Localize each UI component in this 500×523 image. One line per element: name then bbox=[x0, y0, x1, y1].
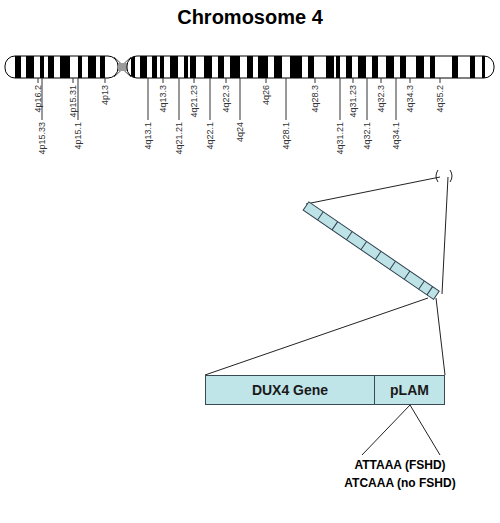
band-label: 4q35.2 bbox=[436, 85, 445, 113]
band-label: 4q31.23 bbox=[349, 85, 358, 118]
band-label: 4q31.21 bbox=[336, 122, 345, 155]
region-box: pLAM bbox=[374, 375, 445, 405]
diagram-title: Chromosome 4 bbox=[0, 6, 500, 29]
band-label: 4q21.23 bbox=[190, 85, 199, 118]
band-label: 4q24 bbox=[236, 122, 245, 142]
band-label: 4p16.2 bbox=[34, 85, 43, 113]
band-label: 4q28.1 bbox=[282, 122, 291, 150]
band-label: 4q22.3 bbox=[222, 85, 231, 113]
band-label: 4q13.1 bbox=[144, 122, 153, 150]
sequence-label: ATTAAA (FSHD) bbox=[354, 459, 445, 471]
gene-box: DUX4 Gene bbox=[205, 375, 375, 405]
band-ticks bbox=[38, 78, 440, 120]
band-label: 4q34.1 bbox=[392, 122, 401, 150]
band-label: 4q32.1 bbox=[363, 122, 372, 150]
zoom-lines bbox=[205, 298, 445, 375]
band-label: 4q13.3 bbox=[159, 85, 168, 113]
band-label: 4p15.31 bbox=[69, 85, 78, 118]
band-label: 4q34.3 bbox=[406, 85, 415, 113]
node-text: pLAM bbox=[390, 382, 429, 398]
zoomed-segment bbox=[303, 202, 439, 300]
zoom-bracket bbox=[306, 170, 452, 294]
band-label: 4q32.3 bbox=[377, 85, 386, 113]
chromosome-ideogram bbox=[5, 56, 494, 78]
node-text: DUX4 Gene bbox=[252, 382, 328, 398]
band-label: 4p15.1 bbox=[74, 122, 83, 150]
band-label: 4p13 bbox=[101, 85, 110, 105]
band-label: 4q28.3 bbox=[311, 85, 320, 113]
band-label: 4q21.21 bbox=[175, 122, 184, 155]
band-label: 4q22.1 bbox=[206, 122, 215, 150]
sequence-label: ATCAAA (no FSHD) bbox=[344, 477, 455, 489]
band-label: 4p15.33 bbox=[38, 122, 47, 155]
sequence-lines bbox=[362, 405, 440, 455]
band-label: 4q26 bbox=[262, 85, 271, 105]
